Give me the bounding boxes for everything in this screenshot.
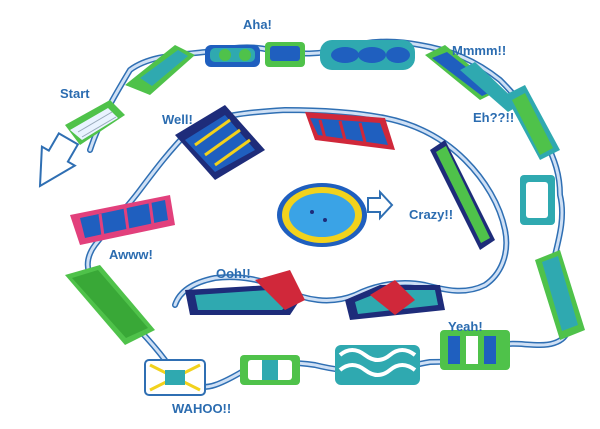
bottom-blocks-inflatable: [240, 355, 300, 385]
second-slides-inflatable: [345, 280, 445, 320]
right-slide-inflatable: [535, 250, 585, 340]
awww-inflatable: [70, 195, 175, 245]
eh-inflatable: [505, 85, 560, 225]
rings-inflatable: [320, 40, 415, 70]
label-crazy: Crazy!!: [409, 207, 454, 222]
label-well: Well!: [162, 112, 193, 127]
label-wahoo: WAHOO!!: [172, 401, 232, 416]
aha-inflatable: [125, 42, 305, 95]
label-yeah: Yeah!: [448, 319, 483, 334]
start-inflatable: [65, 100, 125, 145]
ooh-slides-inflatable: [185, 270, 305, 315]
wahoo-inflatable: [144, 359, 206, 396]
label-awww: Awww!: [109, 247, 153, 262]
label-mmmm: Mmmm!!: [452, 43, 507, 58]
crazy-inflatable: [430, 140, 495, 250]
pool-exit-arrow-icon: [367, 189, 394, 221]
label-ooh: Ooh!!: [216, 266, 251, 281]
well-inflatable: [175, 105, 265, 180]
red-ladder-inflatable: [305, 112, 395, 150]
label-eh: Eh??!!: [473, 110, 515, 125]
label-start: Start: [60, 86, 90, 101]
pool-inflatable: [277, 183, 367, 247]
start-arrow-icon: [38, 131, 80, 188]
yeah-inflatable: [440, 330, 510, 370]
green-ramp-inflatable: [65, 265, 155, 345]
mmmm-inflatable: [425, 45, 520, 112]
label-aha: Aha!: [243, 17, 272, 32]
wave-tunnel-inflatable: [335, 345, 420, 385]
